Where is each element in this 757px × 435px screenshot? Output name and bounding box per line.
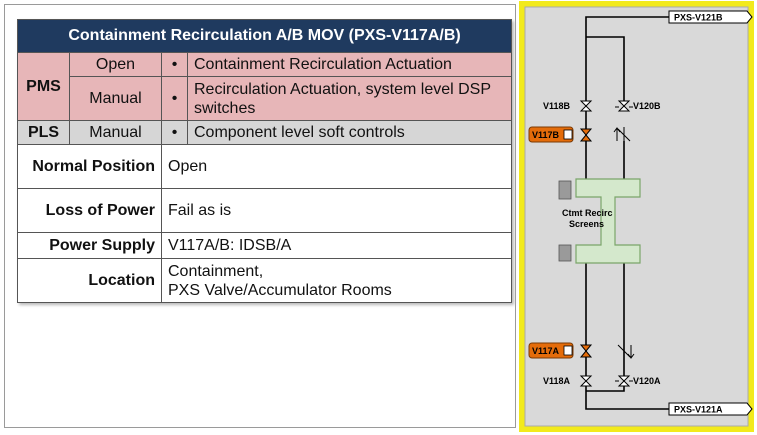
screens-label-line2: Screens xyxy=(569,219,604,229)
recirc-valve-diagram: PXS-V121B PXS-V121A V118B V120B V118A V1… xyxy=(519,1,754,432)
v118b-valve-icon xyxy=(579,100,593,112)
v117b-valve-icon xyxy=(579,128,593,142)
flow-up-arrow-icon xyxy=(613,127,621,141)
piping-schematic: PXS-V121B PXS-V121A V118B V120B V118A V1… xyxy=(524,6,753,427)
pipe-top-right-branch xyxy=(586,36,625,101)
pms-label: PMS xyxy=(17,52,70,121)
bullet: • xyxy=(161,120,188,145)
pms-open-mode: Open xyxy=(69,52,162,77)
bottom-connector-label: PXS-V121A xyxy=(674,405,723,415)
flow-down-arrow-icon xyxy=(627,345,635,359)
v117b-label: V117B xyxy=(532,130,560,140)
pms-manual-action: Recirculation Actuation, system level DS… xyxy=(186,76,513,121)
v117a-indicator-icon xyxy=(563,345,573,356)
power-supply-value: V117A/B: IDSB/A xyxy=(160,232,513,259)
v120b-label: V120B xyxy=(633,101,661,111)
v117b-indicator-icon xyxy=(563,129,573,140)
check-valve-b-icon xyxy=(617,127,631,143)
valve-info-table: Containment Recirculation A/B MOV (PXS-V… xyxy=(16,19,513,303)
info-panel: Containment Recirculation A/B MOV (PXS-V… xyxy=(4,4,516,428)
pms-manual-mode: Manual xyxy=(69,76,162,121)
v118b-label: V118B xyxy=(543,101,571,111)
v117b-mov-tag xyxy=(528,126,574,143)
normal-position-label: Normal Position xyxy=(17,144,162,189)
location-label: Location xyxy=(17,258,162,303)
v117a-mov-tag xyxy=(528,342,574,359)
loss-of-power-label: Loss of Power xyxy=(17,188,162,233)
v117a-label: V117A xyxy=(532,346,560,356)
v118a-valve-icon xyxy=(579,375,593,387)
loss-of-power-value: Fail as is xyxy=(160,188,513,233)
top-connector-tag xyxy=(668,10,753,24)
v120a-valve-icon xyxy=(617,375,631,387)
pls-label: PLS xyxy=(17,120,70,145)
pms-open-action: Containment Recirculation Actuation xyxy=(186,52,513,77)
power-supply-label: Power Supply xyxy=(17,232,162,259)
pls-mode: Manual xyxy=(69,120,162,145)
check-valve-a-icon xyxy=(617,343,631,359)
screen-upper-mesh-icon xyxy=(558,180,572,200)
bullet: • xyxy=(161,52,188,77)
bullet: • xyxy=(161,76,188,121)
pipe-bottom-left xyxy=(585,341,669,410)
v120a-label: V120A xyxy=(633,376,661,386)
v120b-valve-icon xyxy=(617,100,631,112)
screens-label-line1: Ctmt Recirc xyxy=(562,208,613,218)
v117a-valve-icon xyxy=(579,344,593,358)
bottom-connector-tag xyxy=(668,402,753,416)
table-title: Containment Recirculation A/B MOV (PXS-V… xyxy=(16,19,513,53)
location-value: Containment, PXS Valve/Accumulator Rooms xyxy=(160,258,513,303)
diagram-panel xyxy=(524,6,749,427)
normal-position-value: Open xyxy=(160,144,513,189)
recirc-screens-shape xyxy=(575,178,641,264)
v118a-label: V118A xyxy=(543,376,571,386)
top-connector-label: PXS-V121B xyxy=(674,13,723,23)
screen-lower-mesh-icon xyxy=(558,244,572,262)
pls-action: Component level soft controls xyxy=(186,120,513,145)
pipe-top-left xyxy=(585,16,669,141)
